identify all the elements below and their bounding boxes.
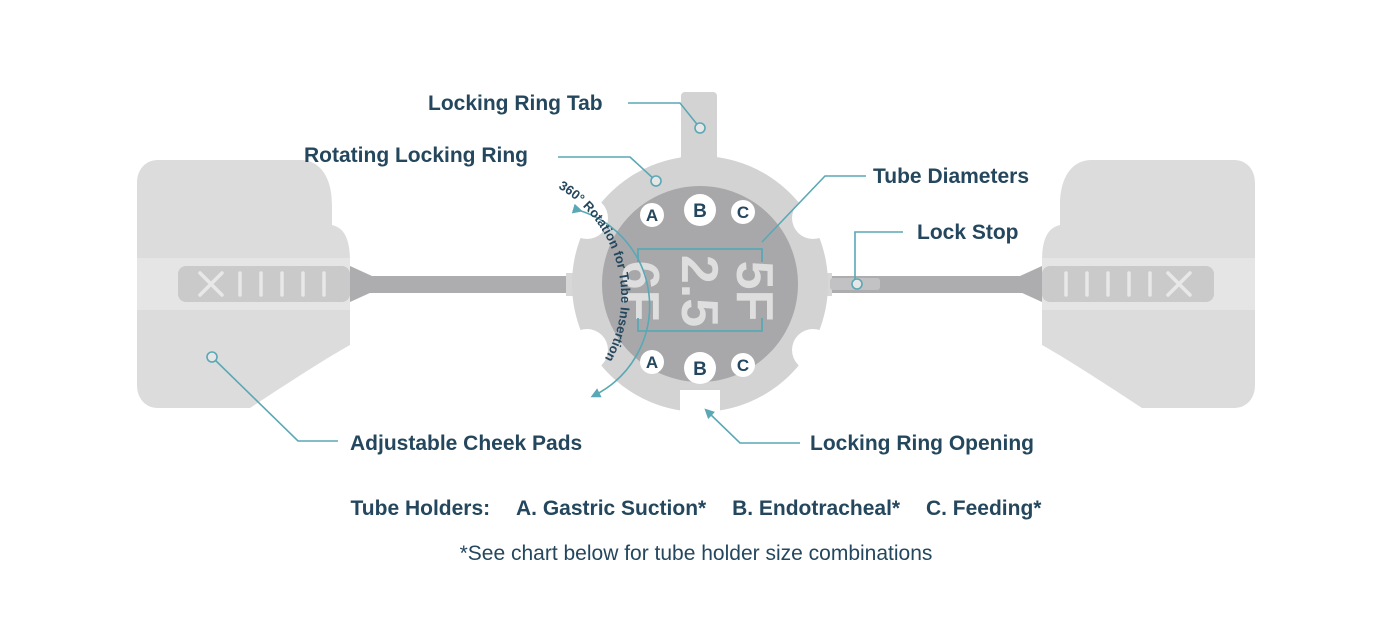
ring-notch — [792, 329, 834, 371]
tube-holders-legend: Tube Holders: A. Gastric Suction* B. End… — [0, 497, 1392, 521]
legend-item-c: C. Feeding* — [925, 497, 1042, 520]
leader-locking-ring-opening — [704, 408, 800, 444]
leader-locking-ring-tab — [628, 102, 701, 129]
holder-top-c: C — [731, 200, 755, 224]
holder-top-b: B — [684, 194, 716, 226]
label-rotating-locking-ring: Rotating Locking Ring — [304, 144, 528, 167]
dot-locking-ring-tab — [694, 122, 706, 134]
leader-adjustable-cheek-pads — [211, 356, 338, 442]
locking-ring-opening — [680, 390, 720, 420]
label-tube-diameters: Tube Diameters — [873, 165, 1029, 188]
label-locking-ring-opening: Locking Ring Opening — [810, 432, 1034, 455]
ring-notch — [792, 197, 834, 239]
label-locking-ring-tab: Locking Ring Tab — [428, 92, 603, 115]
diameter-2-5: 2.5 — [670, 255, 728, 327]
leader-tube-diameters — [761, 175, 866, 243]
svg-text:C: C — [737, 203, 749, 222]
size-chart-note: *See chart below for tube holder size co… — [459, 542, 933, 565]
diameter-6f: 6F — [611, 261, 669, 322]
svg-text:A: A — [646, 353, 658, 372]
left-pad-ratchet — [198, 271, 326, 297]
leader-lock-stop — [854, 231, 903, 283]
svg-text:B: B — [693, 359, 707, 380]
tube-diameters-bracket — [637, 248, 763, 332]
holder-top-a: A — [640, 203, 664, 227]
holder-bottom-c: C — [731, 353, 755, 377]
left-cheek-pad — [137, 160, 372, 408]
dot-rotating-locking-ring — [650, 175, 662, 187]
svg-text:B: B — [693, 201, 707, 222]
legend-item-a: A. Gastric Suction* — [516, 497, 707, 520]
ring-hub — [602, 186, 798, 382]
right-pad-ratchet — [1064, 271, 1192, 297]
dot-lock-stop — [851, 278, 863, 290]
rotation-arc — [571, 203, 651, 398]
holder-bottom-b: B — [684, 352, 716, 384]
leader-rotating-locking-ring — [558, 156, 656, 181]
legend-item-b: B. Endotracheal* — [732, 497, 901, 520]
svg-text:C: C — [737, 356, 749, 375]
right-cheek-pad — [1020, 160, 1255, 408]
label-adjustable-cheek-pads: Adjustable Cheek Pads — [350, 432, 583, 455]
svg-text:A: A — [646, 206, 658, 225]
left-strap — [370, 276, 630, 293]
ring-notch — [566, 329, 608, 371]
holder-bottom-a: A — [640, 350, 664, 374]
diameter-5f: 5F — [725, 261, 783, 322]
label-lock-stop: Lock Stop — [917, 221, 1019, 244]
legend-title: Tube Holders: — [350, 497, 491, 520]
dot-adjustable-cheek-pads — [206, 351, 218, 363]
